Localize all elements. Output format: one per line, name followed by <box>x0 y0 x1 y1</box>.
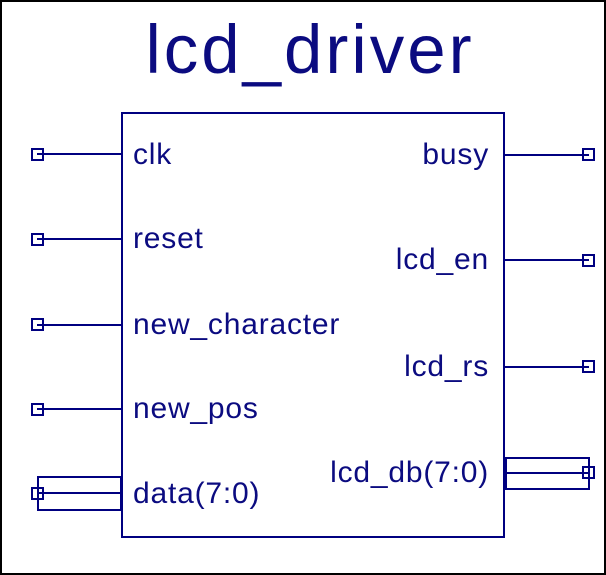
pin-wire-lcd-rs <box>505 366 589 368</box>
pin-terminal-reset[interactable] <box>31 233 44 246</box>
pin-label-clk: clk <box>133 138 173 171</box>
pin-wire-busy <box>505 154 589 156</box>
pin-label-busy: busy <box>422 138 489 171</box>
pin-wire-data <box>37 492 121 494</box>
pin-terminal-new-pos[interactable] <box>31 403 44 416</box>
pin-label-data: data(7:0) <box>133 477 261 510</box>
pin-terminal-busy[interactable] <box>582 148 595 161</box>
pin-wire-lcd-en <box>505 259 589 261</box>
pin-label-lcd-en: lcd_en <box>395 243 489 276</box>
module-block[interactable] <box>121 112 505 538</box>
pin-wire-new-character <box>37 324 121 326</box>
pin-label-new-pos: new_pos <box>133 392 259 425</box>
pin-terminal-data[interactable] <box>31 487 44 500</box>
pin-terminal-lcd-en[interactable] <box>582 254 595 267</box>
pin-terminal-clk[interactable] <box>31 148 44 161</box>
pin-wire-reset <box>37 238 121 240</box>
pin-label-reset: reset <box>133 222 204 255</box>
pin-terminal-lcd-db[interactable] <box>582 466 595 479</box>
pin-label-lcd-db: lcd_db(7:0) <box>330 456 489 489</box>
pin-terminal-lcd-rs[interactable] <box>582 360 595 373</box>
pin-wire-new-pos <box>37 408 121 410</box>
pin-label-new-character: new_character <box>133 308 341 341</box>
pin-label-lcd-rs: lcd_rs <box>404 350 489 383</box>
pin-wire-lcd-db <box>505 472 589 474</box>
pin-wire-clk <box>37 153 121 155</box>
pin-terminal-new-character[interactable] <box>31 318 44 331</box>
module-title: lcd_driver <box>145 11 475 88</box>
